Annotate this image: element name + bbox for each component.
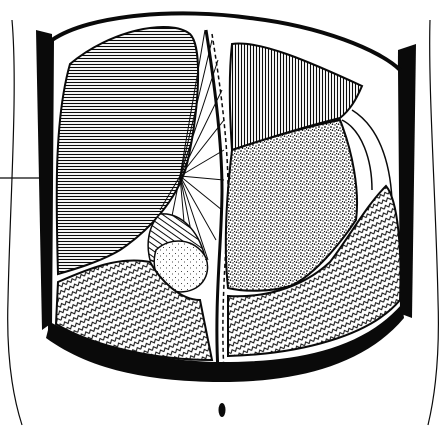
navel [219,403,226,417]
